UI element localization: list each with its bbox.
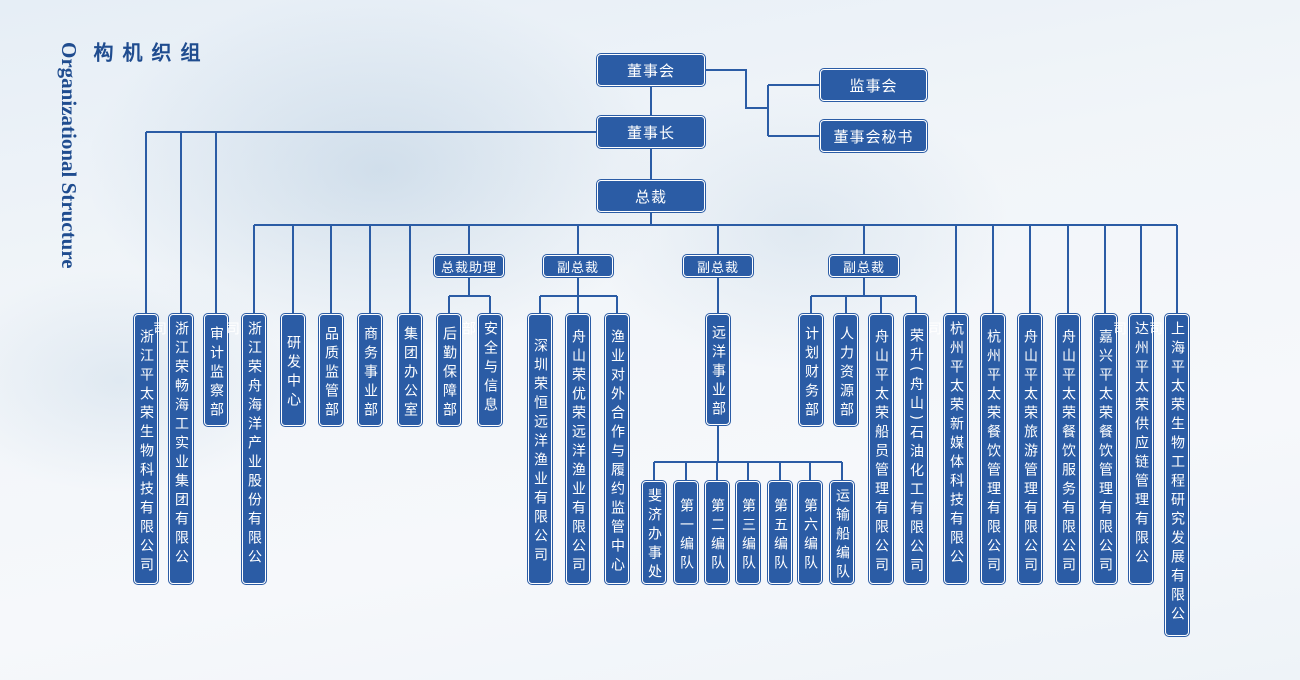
unit-shanghai-bioengineering: 上海平太荣生物工程研究发展有限公司 bbox=[1147, 314, 1189, 636]
unit-transport-fleet: 运输船编队 bbox=[830, 481, 854, 584]
president-box: 总裁 bbox=[597, 180, 705, 212]
unit-logistics-dept: 后勤保障部 bbox=[437, 314, 461, 426]
unit-quality-dept: 品质监管部 bbox=[319, 314, 343, 426]
unit-rongzhou-marine: 浙江荣舟海洋产业股份有限公司 bbox=[224, 314, 266, 584]
unit-zhoushan-catering-service: 舟山平太荣餐饮服务有限公司 bbox=[1056, 314, 1080, 584]
unit-dazhou-supply-chain: 达州平太荣供应链管理有限公司 bbox=[1111, 314, 1153, 584]
board-secretary-box: 董事会秘书 bbox=[820, 120, 927, 152]
unit-shenzhen-ronghen: 深圳荣恒远洋渔业有限公司 bbox=[528, 314, 552, 584]
unit-pingtairong-biotech: 浙江平太荣生物科技有限公司 bbox=[134, 314, 158, 584]
connector-group bbox=[145, 69, 1178, 481]
unit-rd-center: 研发中心 bbox=[281, 314, 305, 426]
vp1-box: 副总裁 bbox=[543, 255, 613, 277]
unit-group-office: 集团办公室 bbox=[398, 314, 422, 426]
unit-hangzhou-new-media: 杭州平太荣新媒体科技有限公司 bbox=[926, 314, 968, 584]
unit-hr-dept: 人力资源部 bbox=[834, 314, 858, 426]
title-chinese: 组织机构 bbox=[90, 42, 201, 64]
supervisors-box: 监事会 bbox=[820, 69, 927, 101]
unit-safety-info-dept: 安全与信息部 bbox=[460, 314, 502, 426]
connector-board-side bbox=[705, 69, 768, 109]
board-box: 董事会 bbox=[597, 54, 705, 86]
unit-fleet-3: 第三编队 bbox=[736, 481, 760, 584]
unit-jiaxing-catering: 嘉兴平太荣餐饮管理有限公司 bbox=[1093, 314, 1117, 584]
unit-zhoushan-tourism: 舟山平太荣旅游管理有限公司 bbox=[1018, 314, 1042, 584]
unit-rongchang-marine: 浙江荣畅海工实业集团有限公司 bbox=[151, 314, 193, 584]
title-english: Organizational Structure bbox=[57, 42, 81, 269]
unit-fishery-cooperation-center: 渔业对外合作与履约监管中心 bbox=[605, 314, 629, 584]
unit-fleet-1: 第一编队 bbox=[674, 481, 698, 584]
vp3-box: 副总裁 bbox=[829, 255, 899, 277]
assistant-box: 总裁助理 bbox=[434, 255, 504, 277]
unit-hangzhou-catering: 杭州平太荣餐饮管理有限公司 bbox=[981, 314, 1005, 584]
chairman-box: 董事长 bbox=[597, 116, 705, 148]
unit-fiji-office: 斐济办事处 bbox=[642, 481, 666, 584]
unit-crew-management: 舟山平太荣船员管理有限公司 bbox=[869, 314, 893, 584]
unit-fleet-5: 第五编队 bbox=[768, 481, 792, 584]
unit-business-dept: 商务事业部 bbox=[358, 314, 382, 426]
unit-finance-dept: 计划财务部 bbox=[799, 314, 823, 426]
unit-rongsheng-petrochem: 荣升(舟山)石油化工有限公司 bbox=[904, 314, 928, 584]
unit-zhoushan-rongyourong: 舟山荣优荣远洋渔业有限公司 bbox=[566, 314, 590, 584]
unit-audit-dept: 审计监察部 bbox=[204, 314, 228, 426]
unit-fleet-6: 第六编队 bbox=[798, 481, 822, 584]
vp2-box: 副总裁 bbox=[683, 255, 753, 277]
unit-ocean-dept: 远洋事业部 bbox=[706, 314, 730, 425]
unit-fleet-2: 第二编队 bbox=[705, 481, 729, 584]
